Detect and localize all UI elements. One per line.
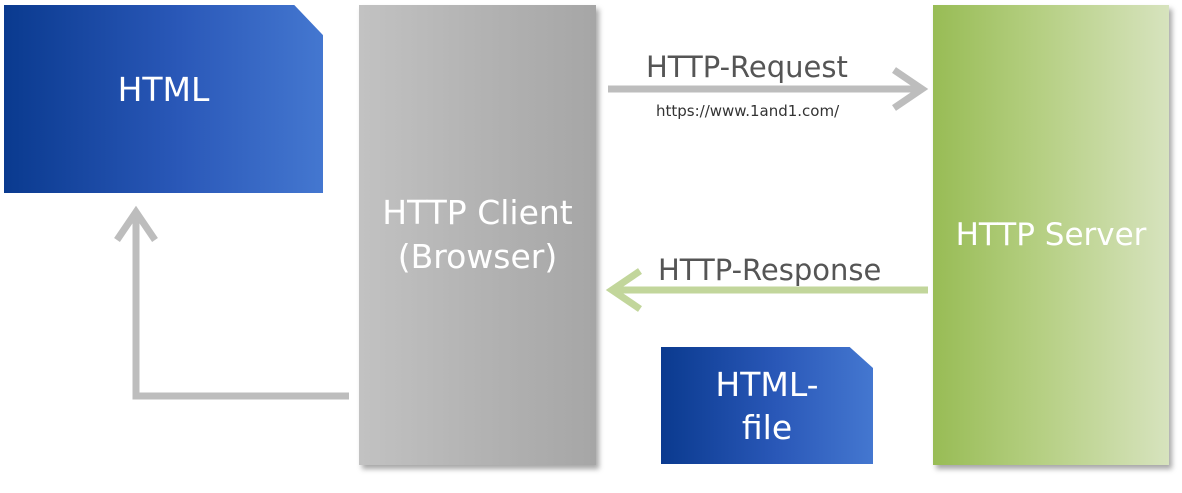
http-response-label: HTTP-Response (658, 253, 882, 287)
client-label-line1: HTTP Client (382, 193, 573, 232)
request-url-label: https://www.1and1.com/ (656, 102, 840, 120)
http-client-box: HTTP Client (Browser) (359, 5, 596, 465)
server-label: HTTP Server (955, 217, 1147, 253)
file-label-line2: file (741, 407, 793, 447)
file-label-line1: HTML- (715, 364, 819, 404)
render-arrow (114, 205, 349, 400)
client-label-line2: (Browser) (397, 237, 558, 276)
html-file-box: HTML- file (661, 347, 873, 464)
request-arrow (608, 67, 929, 111)
http-server-box: HTTP Server (933, 5, 1169, 465)
html-document-box: HTML (4, 5, 323, 193)
http-request-label: HTTP-Request (646, 50, 848, 84)
response-arrow (605, 268, 928, 312)
html-box-label: HTML (117, 69, 210, 109)
